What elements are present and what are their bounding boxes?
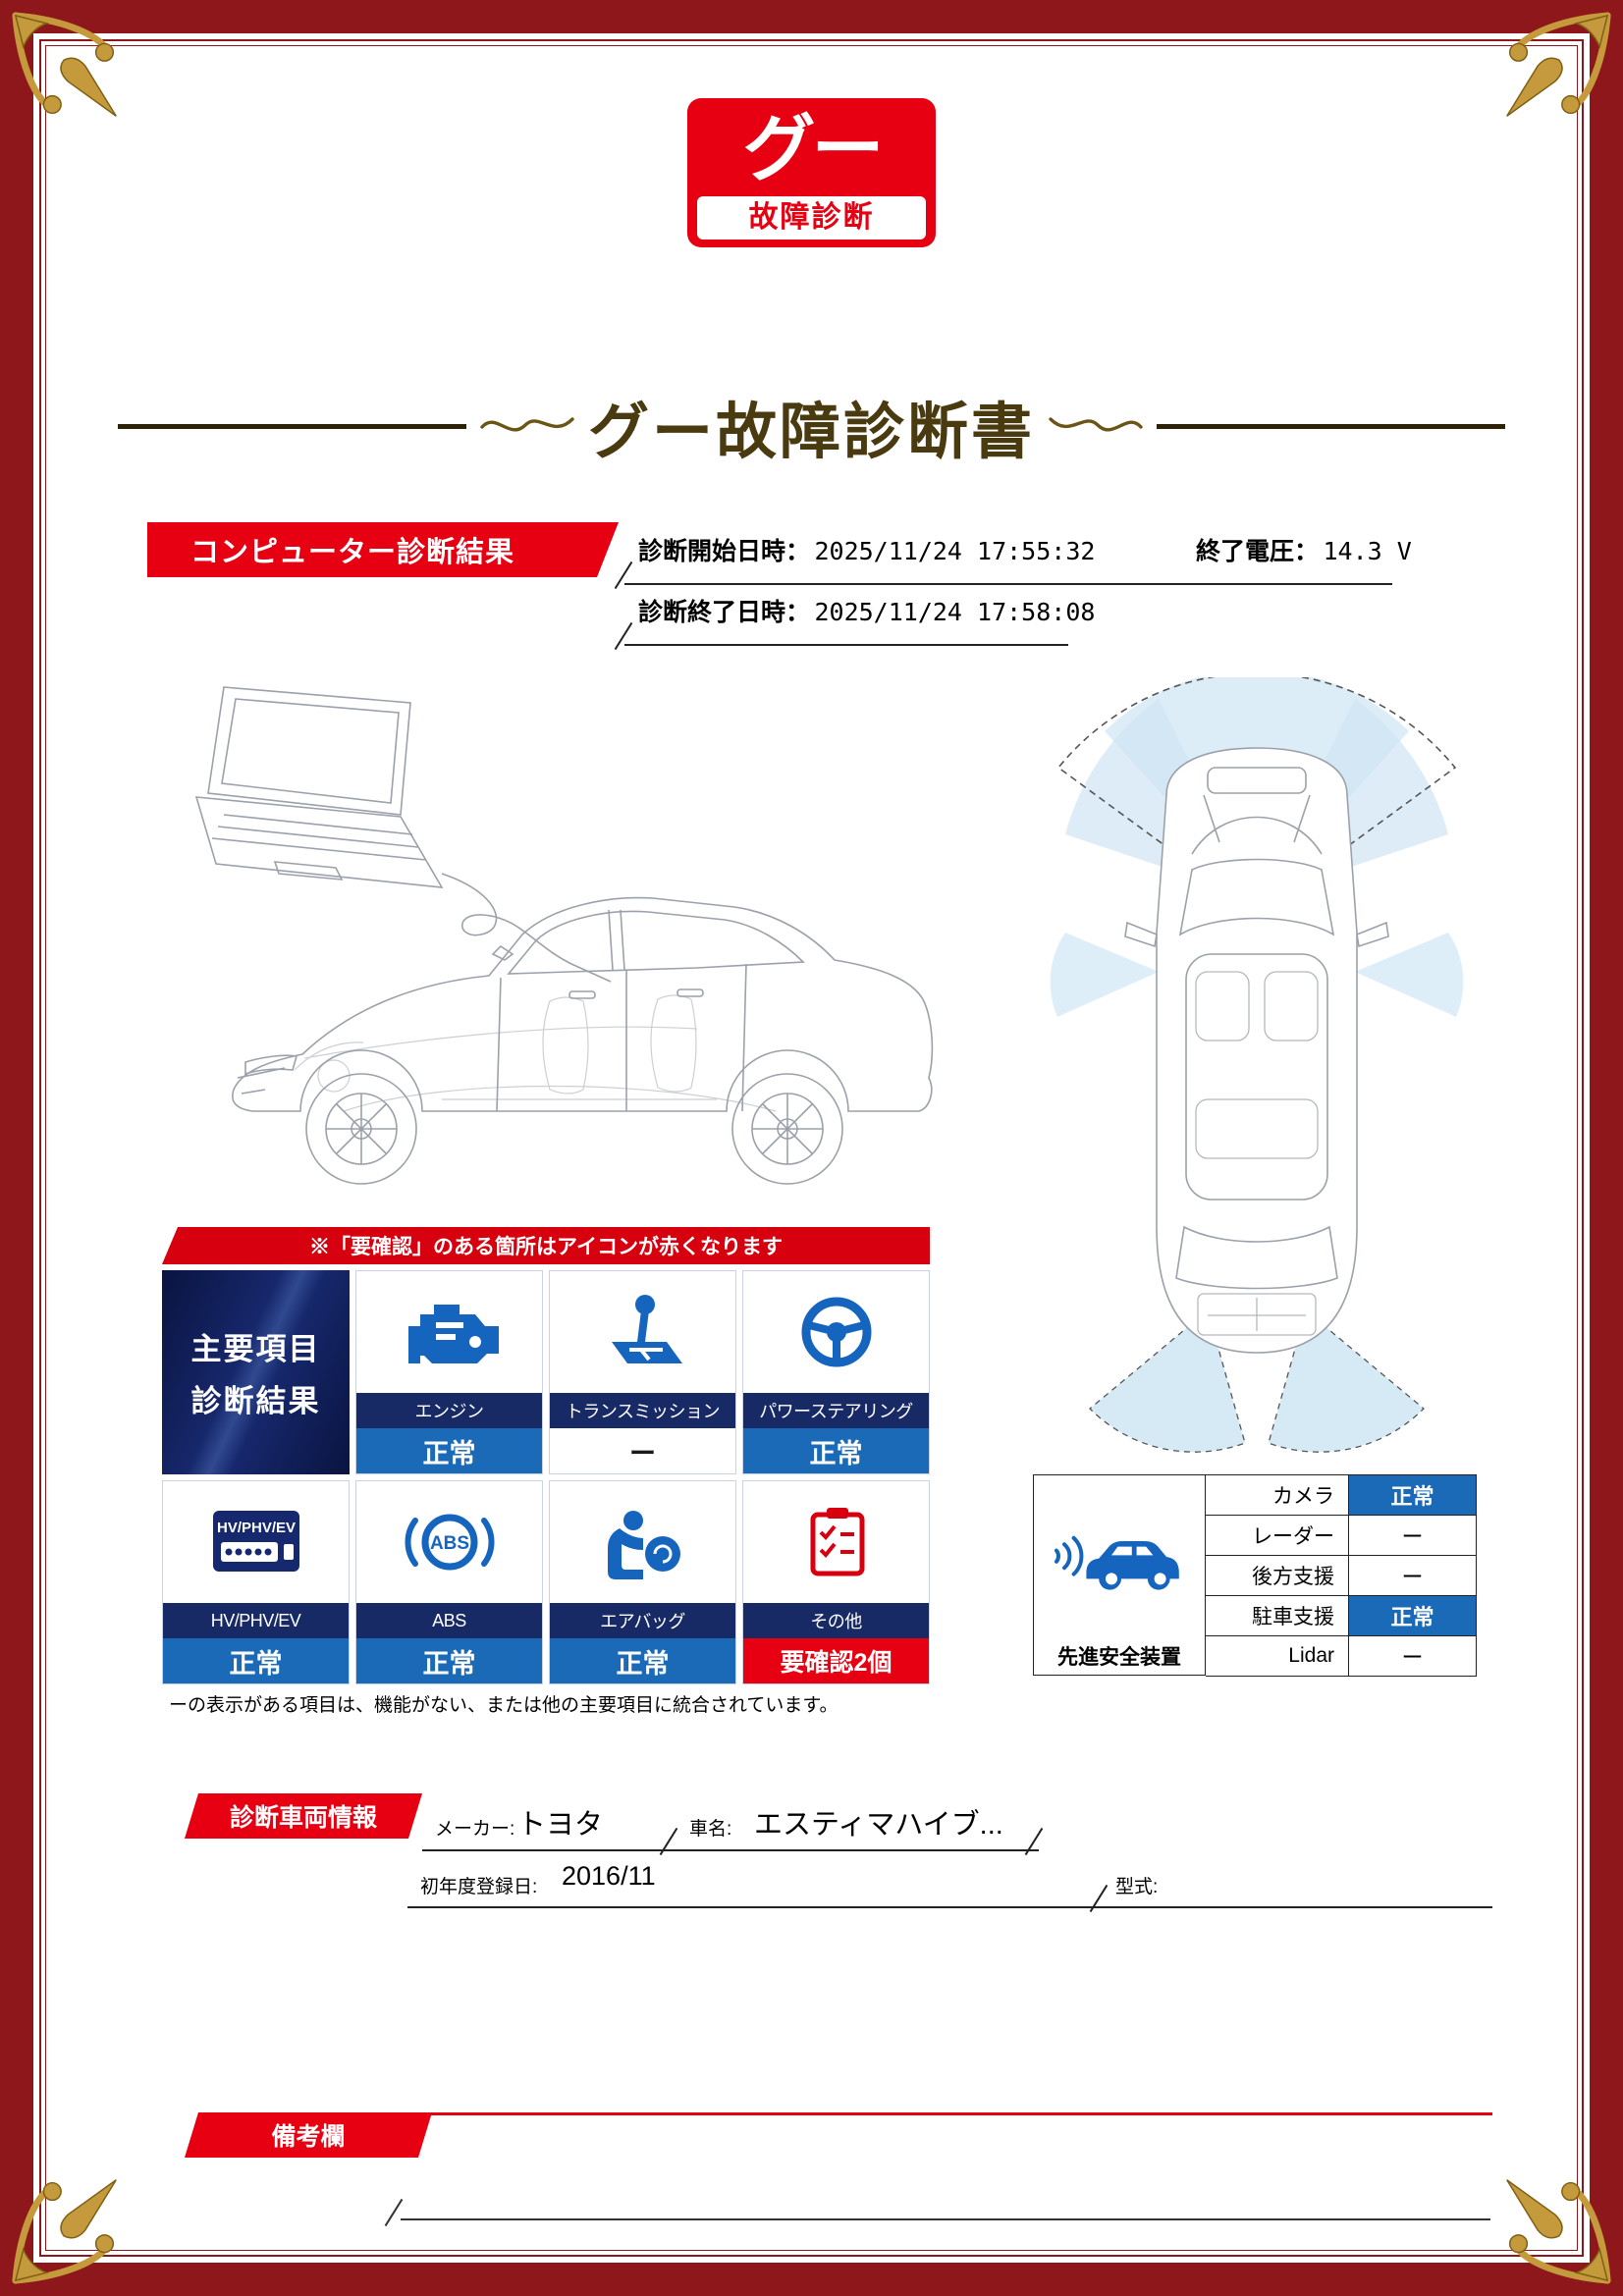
cell-label: トランスミッション xyxy=(550,1393,735,1428)
end-voltage-label: 終了電圧： xyxy=(1196,538,1320,565)
airbag-icon xyxy=(550,1481,735,1603)
car-top-sensor-illustration xyxy=(1050,677,1464,1453)
car-name-value: エスティマハイブ... xyxy=(754,1809,1003,1841)
svg-text:ABS: ABS xyxy=(429,1533,468,1554)
cell-status: 正常 xyxy=(356,1428,542,1473)
safety-row-status: ー xyxy=(1349,1516,1477,1556)
end-voltage-line: 終了電圧： 14.3 V xyxy=(1196,532,1412,567)
maker-value: トヨタ xyxy=(517,1809,604,1841)
safety-row-name: 駐車支援 xyxy=(1206,1596,1349,1636)
diagnosis-end-line: 診断終了日時： 2025/11/24 17:58:08 xyxy=(638,593,1095,628)
cell-status: 正常 xyxy=(743,1428,929,1473)
remarks-red-line xyxy=(420,2112,1492,2115)
safety-row-name: レーダー xyxy=(1206,1516,1349,1556)
remarks-write-line xyxy=(401,2218,1490,2220)
main-diagnosis-grid: 主要項目 診断結果 エンジン 正常 xyxy=(162,1270,930,1684)
end-voltage-value: 14.3 V xyxy=(1323,537,1412,565)
corner-ornament-icon xyxy=(1489,2163,1615,2288)
power-steering-icon xyxy=(743,1271,929,1393)
advanced-safety-table: カメラ 正常 レーダー ー 後方支援 ー 駐車支援 正常 Lidar ー xyxy=(1206,1474,1477,1677)
cell-label: エアバッグ xyxy=(550,1603,735,1638)
other-checklist-icon xyxy=(743,1481,929,1603)
page-title: グー故障診断書 xyxy=(588,399,1036,466)
abs-icon: ABS xyxy=(356,1481,542,1603)
vehicle-line1-underline xyxy=(422,1849,1039,1851)
vehicle-info-banner: 診断車両情報 xyxy=(185,1793,422,1839)
diagnosis-end-underline xyxy=(624,644,1068,646)
corner-ornament-icon xyxy=(1489,8,1615,133)
safety-row-status: 正常 xyxy=(1349,1475,1477,1516)
remarks-banner: 備考欄 xyxy=(185,2112,432,2158)
computer-diagnosis-banner-label: コンピューター診断結果 xyxy=(190,537,515,568)
form-slash xyxy=(384,2198,404,2227)
safety-row-name: Lidar xyxy=(1206,1636,1349,1677)
title-flourish-left-icon xyxy=(480,417,574,432)
main-items-header: 主要項目 診断結果 xyxy=(162,1270,350,1474)
title-rule-right xyxy=(1157,423,1506,429)
safety-row-name: 後方支援 xyxy=(1206,1556,1349,1596)
first-registration-label: 初年度登録日: xyxy=(420,1877,538,1897)
engine-icon xyxy=(356,1271,542,1393)
computer-diagnosis-banner: コンピューター診断結果 xyxy=(147,522,619,577)
hv-phv-ev-icon: HV/PHV/EV xyxy=(163,1481,349,1603)
cell-status: 正常 xyxy=(163,1638,349,1683)
remarks-banner-label: 備考欄 xyxy=(271,2123,346,2151)
safety-row-name: カメラ xyxy=(1206,1475,1349,1516)
corner-ornament-icon xyxy=(8,2163,134,2288)
advanced-safety-icon-cell: 先進安全装置 xyxy=(1033,1474,1206,1676)
transmission-icon xyxy=(550,1271,735,1393)
cell-status: 正常 xyxy=(550,1638,735,1683)
cell-label: HV/PHV/EV xyxy=(163,1603,349,1638)
cell-status: 正常 xyxy=(356,1638,542,1683)
grid-footnote: ーの表示がある項目は、機能がない、または他の主要項目に統合されています。 xyxy=(169,1695,839,1716)
advanced-safety-block: 先進安全装置 カメラ 正常 レーダー ー 後方支援 ー 駐車支援 正常 Lida… xyxy=(1033,1474,1477,1677)
diagnosis-cell-hv: HV/PHV/EV HV/PHV/EV 正常 xyxy=(162,1480,350,1684)
first-registration-value: 2016/11 xyxy=(562,1861,656,1891)
goo-logo: グー 故障診断 xyxy=(687,98,936,247)
main-items-header-line2: 診断結果 xyxy=(190,1384,321,1418)
diagnosis-end-label: 診断終了日時： xyxy=(638,599,811,626)
diagnosis-cell-transmission: トランスミッション ー xyxy=(549,1270,736,1474)
diagnosis-end-value: 2025/11/24 17:58:08 xyxy=(814,598,1096,626)
diagnosis-cell-abs: ABS ABS 正常 xyxy=(355,1480,543,1684)
goo-logo-subtitle: 故障診断 xyxy=(697,196,926,240)
vehicle-info-banner-label: 診断車両情報 xyxy=(229,1804,377,1832)
car-side-diagnostic-illustration xyxy=(194,686,934,1185)
diagnosis-start-value: 2025/11/24 17:55:32 xyxy=(814,537,1096,565)
report-title-row: グー故障診断書 xyxy=(118,391,1506,466)
alert-note-text: ※「要確認」のある箇所はアイコンが赤くなります xyxy=(309,1236,783,1258)
maker-label: メーカー: xyxy=(435,1819,515,1840)
cell-status: ー xyxy=(550,1428,735,1473)
diagnosis-cell-engine: エンジン 正常 xyxy=(355,1270,543,1474)
cell-status: 要確認2個 xyxy=(743,1638,929,1683)
diagnosis-cell-other: その他 要確認2個 xyxy=(742,1480,930,1684)
safety-row-status: ー xyxy=(1349,1636,1477,1677)
car-name-label: 車名: xyxy=(689,1819,732,1840)
diagnosis-cell-airbag: エアバッグ 正常 xyxy=(549,1480,736,1684)
alert-note-bar: ※「要確認」のある箇所はアイコンが赤くなります xyxy=(162,1227,930,1264)
safety-row-status: 正常 xyxy=(1349,1596,1477,1636)
safety-car-icon xyxy=(1034,1475,1205,1637)
model-code-label: 型式: xyxy=(1115,1877,1159,1897)
safety-row-status: ー xyxy=(1349,1556,1477,1596)
cell-label: パワーステアリング xyxy=(743,1393,929,1428)
main-items-header-line1: 主要項目 xyxy=(190,1332,321,1366)
diagnosis-start-label: 診断開始日時： xyxy=(638,538,811,565)
cell-label: エンジン xyxy=(356,1393,542,1428)
vehicle-line2-underline xyxy=(407,1906,1492,1908)
goo-logo-text: グー xyxy=(742,108,885,189)
diagnosis-start-underline xyxy=(624,583,1392,585)
svg-text:HV/PHV/EV: HV/PHV/EV xyxy=(216,1520,295,1536)
title-rule-left xyxy=(118,423,466,429)
cell-label: ABS xyxy=(356,1603,542,1638)
advanced-safety-label: 先進安全装置 xyxy=(1057,1646,1181,1669)
title-flourish-right-icon xyxy=(1049,417,1143,432)
corner-ornament-icon xyxy=(8,8,134,133)
diagnosis-cell-power-steering: パワーステアリング 正常 xyxy=(742,1270,930,1474)
diagnosis-start-line: 診断開始日時： 2025/11/24 17:55:32 xyxy=(638,532,1095,567)
cell-label: その他 xyxy=(743,1603,929,1638)
